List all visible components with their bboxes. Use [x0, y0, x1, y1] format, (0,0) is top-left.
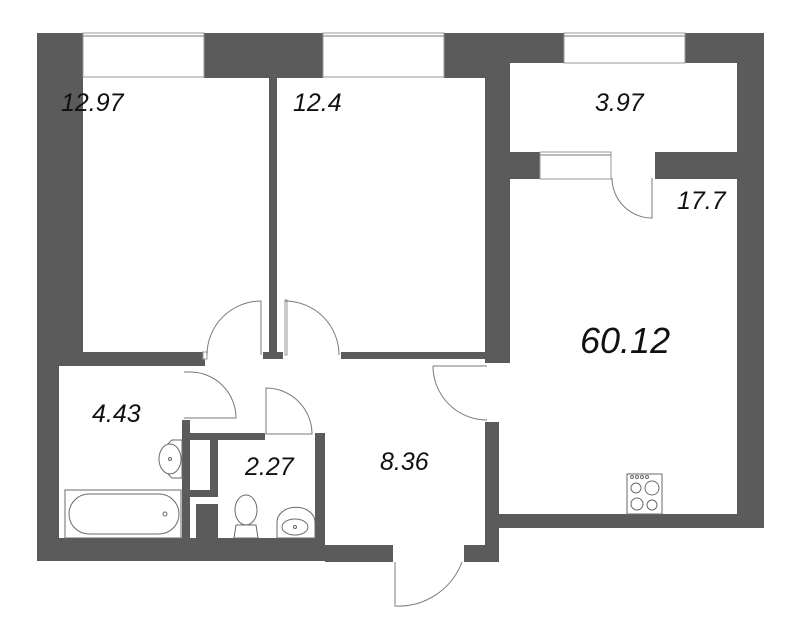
room-area-bathroom: 4.43	[92, 400, 141, 428]
room-area-living-kitchen: 17.7	[677, 187, 726, 215]
room-area-hallway: 8.36	[380, 448, 429, 476]
washbasin-icon	[158, 439, 183, 479]
bathtub-icon	[64, 489, 182, 539]
room-area-bedroom-1: 12.97	[61, 89, 124, 117]
stove-icon	[626, 473, 663, 515]
room-area-bedroom-2: 12.4	[293, 89, 342, 117]
small-washbasin-icon	[276, 506, 316, 539]
doors	[184, 177, 653, 607]
total-area: 60.12	[580, 320, 671, 361]
exterior-walls	[37, 33, 764, 562]
room-area-balcony: 3.97	[595, 89, 644, 117]
toilet-icon	[233, 494, 259, 539]
windows	[82, 32, 686, 180]
room-area-toilet: 2.27	[245, 453, 294, 481]
